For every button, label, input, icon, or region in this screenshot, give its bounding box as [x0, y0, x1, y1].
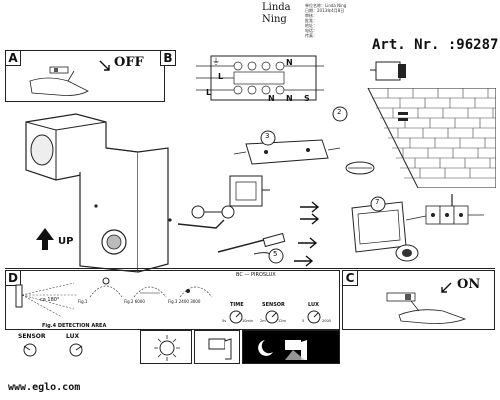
dial-subtext: 5s	[222, 319, 227, 323]
d-header-text: BC — PIROSLUX	[236, 272, 276, 278]
footer-url[interactable]: www.eglo.com	[8, 382, 81, 393]
connector-box-icon	[370, 61, 406, 81]
angle-label: ca 180°	[40, 297, 60, 303]
arrow-up-icon	[36, 228, 54, 250]
wire-label: N	[268, 94, 275, 103]
wire-label: L	[218, 72, 224, 81]
fine-print-line: 地址：	[305, 23, 317, 28]
fig-label: Fig.1	[78, 299, 88, 304]
fig-label: Fig.2 6000	[124, 299, 145, 304]
fine-print-line: 电话：	[305, 28, 317, 33]
dusk-panel	[194, 330, 240, 364]
fine-print-line: 传真：	[305, 33, 317, 38]
fig1-range-icon	[89, 277, 123, 298]
dial-header-sensor: SENSOR	[262, 302, 285, 308]
step-number: 5	[273, 250, 278, 258]
dial-header-time: TIME	[230, 302, 244, 308]
panel-a-letter: A	[5, 50, 21, 66]
fine-print-block: 单位名称：Linda Ning 日期：2013年4月8日 审核： 批准： 地址：…	[305, 3, 365, 38]
step-marker	[370, 196, 386, 212]
bottom-lux-label: LUX	[66, 333, 80, 340]
section-divider	[5, 268, 495, 269]
arrow-right-icon	[298, 237, 318, 249]
wire-label: N	[286, 94, 293, 103]
sensor-cap-icon	[395, 244, 419, 262]
fine-print-line: 批准：	[305, 18, 317, 23]
arrow-right-icon	[300, 213, 320, 225]
lamp-off-icon	[208, 338, 232, 360]
panel-c-letter: C	[342, 270, 358, 286]
step-number: 3	[265, 132, 270, 140]
wire-label: L	[206, 88, 212, 97]
dial-subtext: 12m	[278, 319, 286, 323]
screw-and-key-illustration	[177, 205, 235, 229]
article-number: Art. Nr. :96287	[372, 37, 499, 53]
luminaire-illustration	[25, 113, 172, 273]
off-label: OFF	[114, 55, 144, 70]
mounting-bracket-illustration	[233, 139, 341, 165]
dial-header-lux: LUX	[308, 302, 319, 308]
fig-label: Fig.3 2400 3000	[168, 299, 201, 304]
dial-subtext: 2m	[260, 319, 266, 323]
panel-d-letter: D	[5, 270, 21, 286]
dial-subtext: 5	[302, 319, 305, 323]
hand-switch-on-icon	[386, 292, 467, 324]
dial-subtext: 2000	[322, 319, 331, 323]
fig2-range-icon	[133, 286, 167, 298]
junction-box-illustration	[351, 194, 484, 253]
moon-and-lamp-on-icon	[258, 340, 307, 360]
daylight-panel	[140, 330, 192, 364]
detection-fan-diagram	[15, 282, 78, 318]
panel-c: C ON	[342, 270, 495, 330]
cable-tie-icon	[345, 161, 375, 175]
step-number: 7	[375, 198, 380, 206]
ground-icon: ⏚	[212, 57, 220, 66]
brick-wall-illustration	[367, 88, 496, 188]
sensor-lux-dials	[23, 343, 83, 357]
brand-name-line2: Ning	[262, 14, 287, 25]
sun-icon	[154, 335, 180, 361]
housing-piece-illustration	[229, 175, 270, 207]
terminal-block-diagram	[196, 55, 324, 101]
hand-switch-off-icon	[29, 66, 89, 96]
panel-d: D BC — PIROSLUX ca 180° Fig.4 DETECTION …	[5, 270, 340, 330]
wire-label: S	[304, 94, 310, 103]
adjustment-dials	[229, 310, 321, 324]
arrow-right-icon	[300, 201, 320, 213]
fine-print-line: 审核：	[305, 13, 317, 18]
wire-label: N	[286, 58, 293, 67]
on-label: ON	[457, 277, 481, 292]
bottom-sensor-label: SENSOR	[18, 333, 46, 340]
brand-name-line1: Linda	[262, 2, 291, 13]
dial-subtext: 10min	[242, 319, 254, 323]
panel-b-letter: B	[160, 50, 176, 66]
fig3-range-icon	[179, 286, 213, 298]
up-label: UP	[58, 236, 74, 247]
detection-area-label: Fig.4 DETECTION AREA	[42, 323, 107, 329]
step-marker	[332, 106, 348, 122]
arrow-down-right-icon	[99, 60, 110, 71]
arrow-down-left-icon	[441, 282, 452, 293]
step-marker	[260, 130, 276, 146]
panel-a: A OFF	[5, 50, 165, 102]
step-marker	[268, 248, 284, 264]
fine-print-line: 单位名称：Linda Ning	[305, 3, 347, 8]
step-number: 2	[337, 108, 342, 116]
night-panel	[242, 330, 340, 364]
fine-print-line: 日期：2013年4月8日	[305, 8, 345, 13]
arrow-right-icon	[294, 255, 314, 267]
